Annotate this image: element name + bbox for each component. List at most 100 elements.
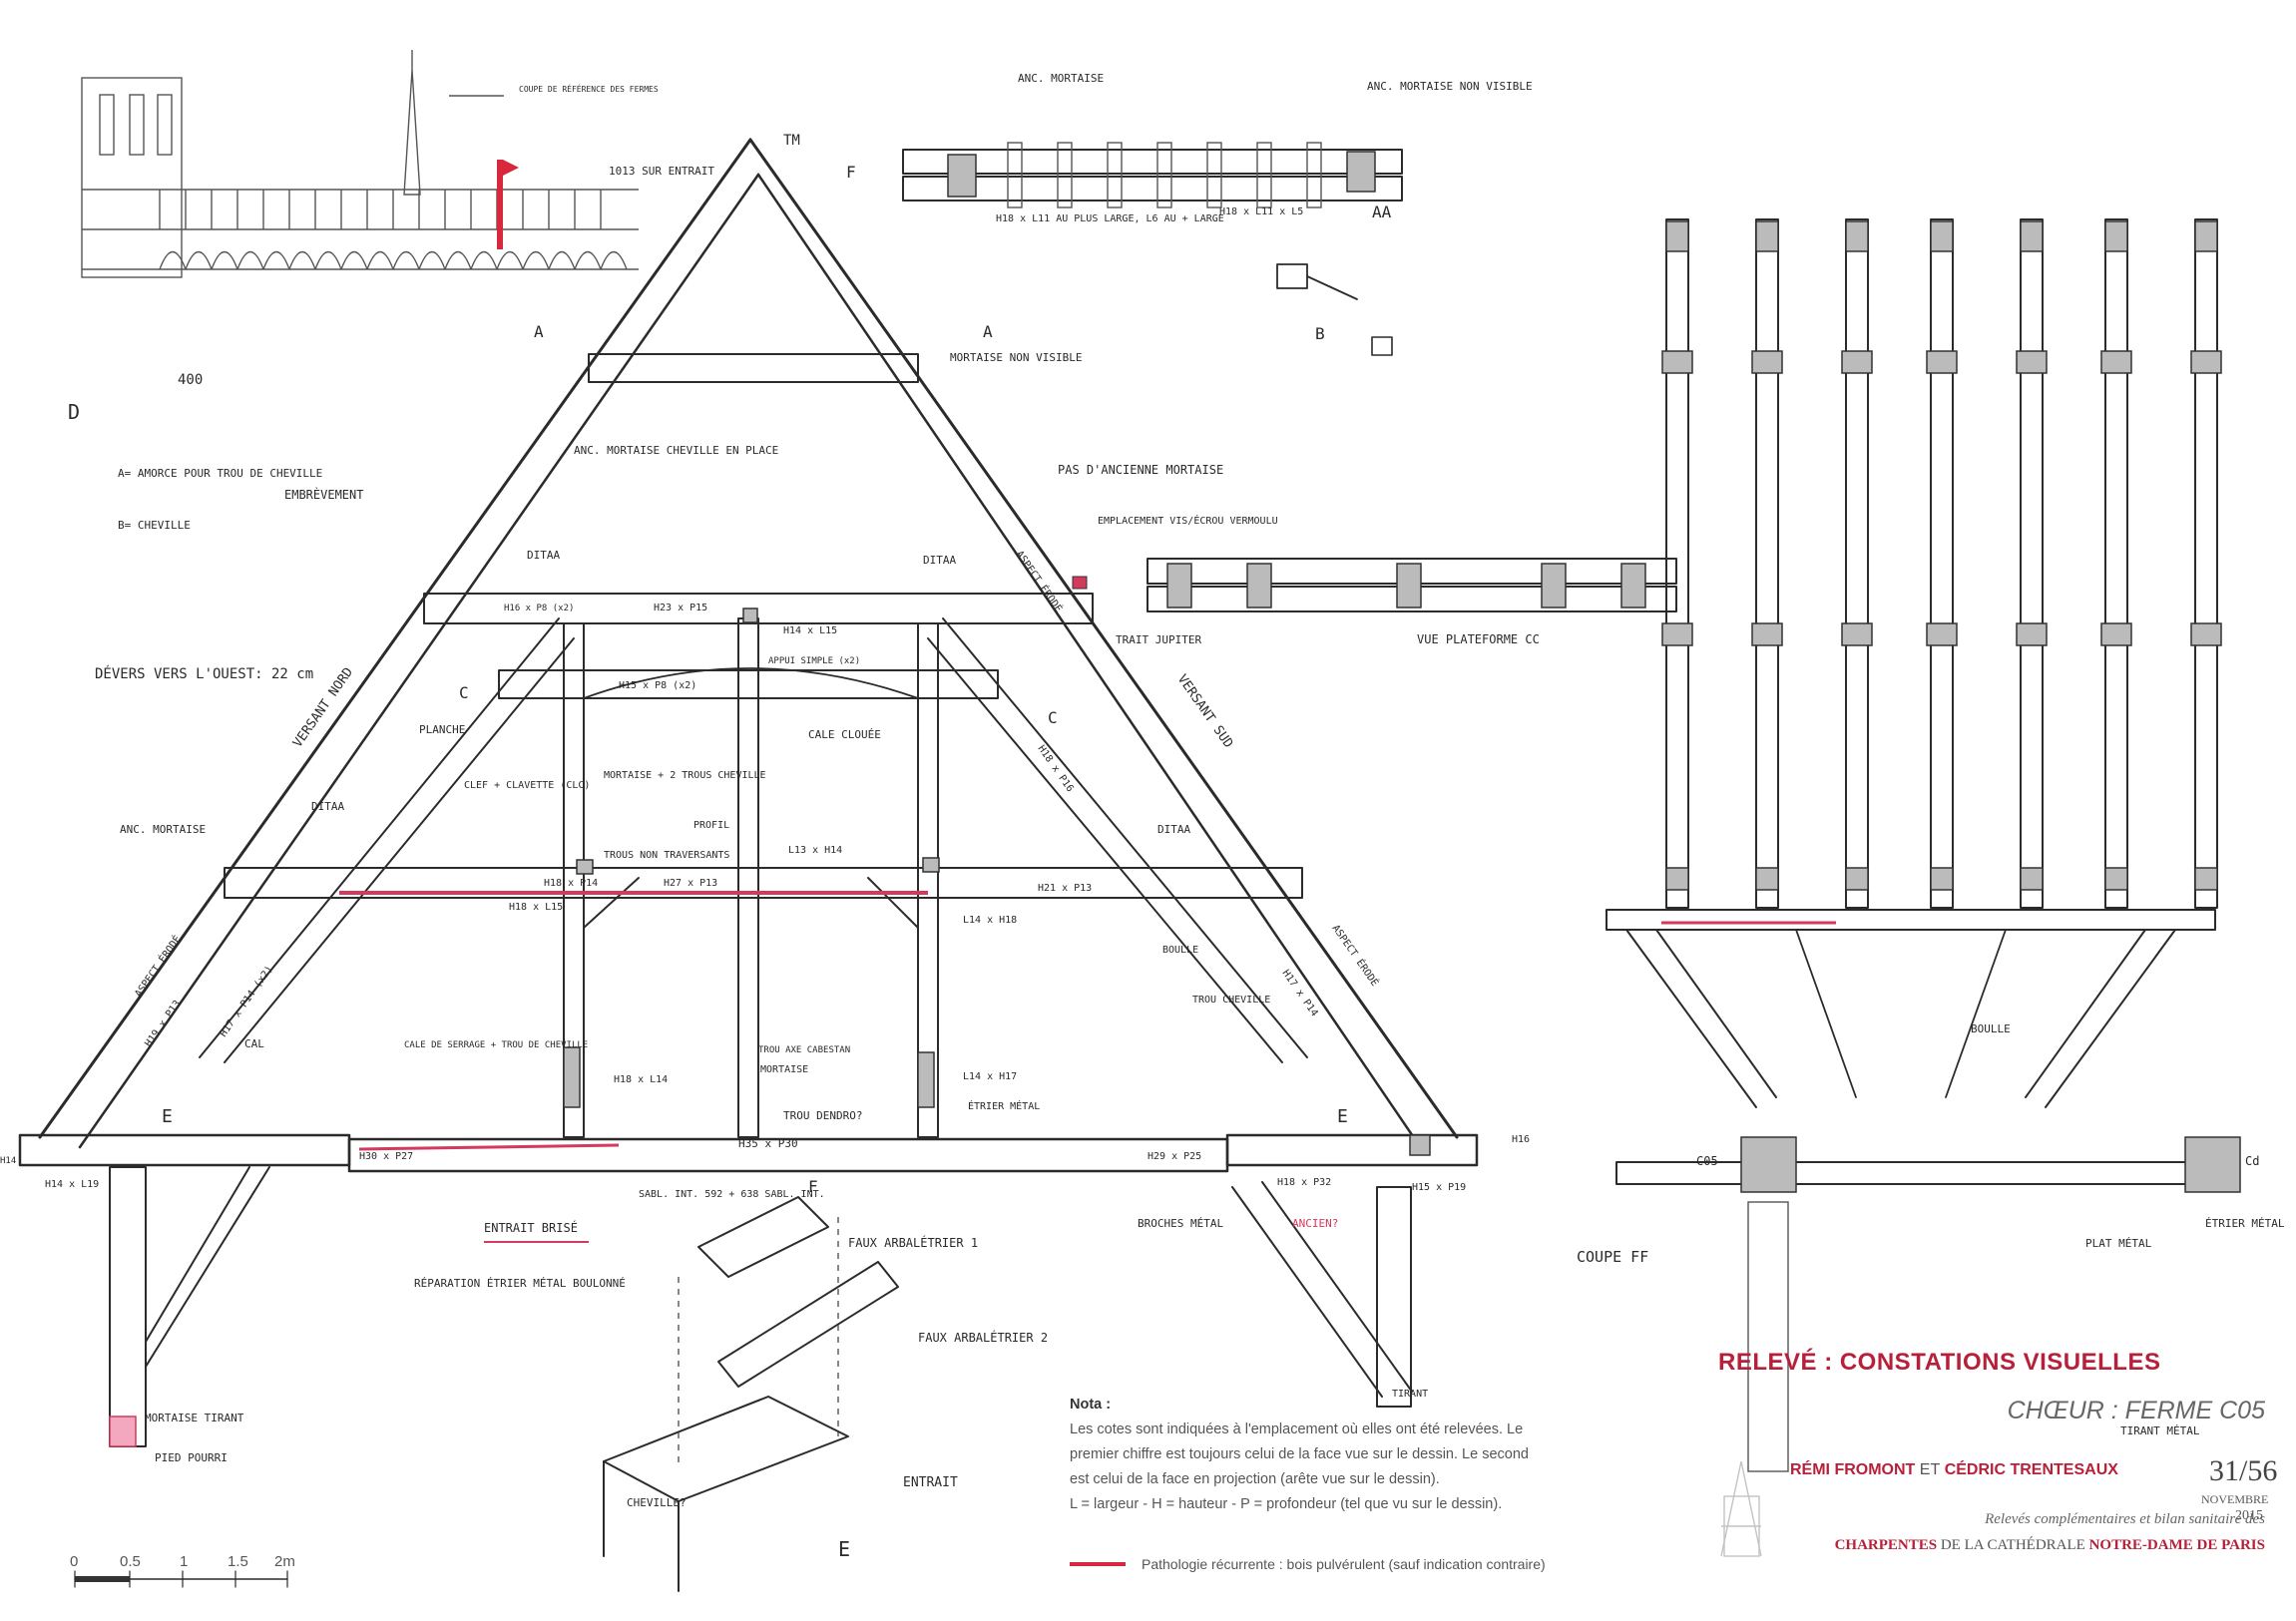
sheet-number: 31/56 bbox=[2209, 1454, 2278, 1487]
main-truss bbox=[18, 138, 1479, 1447]
reference-elevation: COUPE DE RÉFÉRENCE DES FERMES bbox=[81, 50, 659, 278]
label-l14-h17: L14 x H17 bbox=[963, 1071, 1017, 1082]
label-mortaise-nv: MORTAISE NON VISIBLE bbox=[950, 351, 1082, 364]
label-plat-metal: PLAT MÉTAL bbox=[2085, 1237, 2152, 1250]
label-ditaa-4: DITAA bbox=[1157, 823, 1190, 836]
pathology-legend: Pathologie récurrente : bois pulvérulent… bbox=[1070, 1556, 1546, 1572]
author-2: CÉDRIC TRENTESAUX bbox=[1944, 1461, 2118, 1478]
nota-line-2: L = largeur - H = hauteur - P = profonde… bbox=[1070, 1496, 1503, 1512]
label-clef: CLEF + CLAVETTE (CLC) bbox=[464, 780, 590, 791]
legend-label: Pathologie récurrente : bois pulvérulent… bbox=[1142, 1556, 1546, 1572]
label-h18-p32: H18 x P32 bbox=[1277, 1177, 1331, 1188]
section-ff bbox=[1606, 218, 2241, 1472]
detail-exploded bbox=[603, 1196, 899, 1592]
label-h15-p19: H15 x P19 bbox=[1412, 1182, 1466, 1193]
label-f-lower: F bbox=[808, 1177, 818, 1196]
legend-swatch bbox=[1070, 1562, 1126, 1566]
label-pas-ancienne: PAS D'ANCIENNE MORTAISE bbox=[1058, 463, 1223, 477]
label-sabl: SABL. INT. 592 + 638 SABL. INT. bbox=[639, 1189, 825, 1200]
label-h17-p14b: H17 x P14 bbox=[1280, 968, 1320, 1018]
label-e-lower: E bbox=[838, 1537, 850, 1561]
label-boulle-2: BOULLE bbox=[1971, 1022, 2011, 1035]
label-h18-l11: H18 x L11 AU PLUS LARGE, L6 AU + LARGE bbox=[996, 213, 1224, 224]
label-d-dim: 400 bbox=[178, 372, 203, 388]
label-cheville-q: CHEVILLE? bbox=[627, 1496, 687, 1509]
project-name-b: DE LA CATHÉDRALE bbox=[1940, 1537, 2085, 1553]
label-h27-p13: H27 x P13 bbox=[664, 878, 717, 889]
nota-heading: Nota : bbox=[1070, 1397, 1112, 1413]
detail-cc bbox=[1147, 558, 1677, 612]
label-trous-nt: TROUS NON TRAVERSANTS bbox=[604, 850, 729, 861]
scale-tick-0: 0 bbox=[70, 1553, 78, 1570]
label-boulle: BOULLE bbox=[1162, 945, 1198, 956]
label-aspect-erode-3: ASPECT ÉRODÉ bbox=[1330, 922, 1382, 989]
label-h16: H16 bbox=[1512, 1134, 1530, 1145]
sheet-year: 2015 bbox=[2235, 1508, 2263, 1523]
label-h19-p13: H19 x P13 bbox=[143, 999, 183, 1049]
scale-tick-2m: 2m bbox=[274, 1553, 295, 1570]
label-emplacement-vis: EMPLACEMENT VIS/ÉCROU VERMOULU bbox=[1098, 514, 1278, 527]
label-trait-jupiter: TRAIT JUPITER bbox=[1116, 633, 1201, 646]
legend-b: B= CHEVILLE bbox=[118, 519, 191, 532]
label-coupe-ff: COUPE FF bbox=[1577, 1248, 1648, 1266]
label-reparation: RÉPARATION ÉTRIER MÉTAL BOULONNÉ bbox=[414, 1277, 626, 1290]
label-e-right: E bbox=[1337, 1106, 1348, 1127]
label-entrait: ENTRAIT bbox=[903, 1475, 958, 1490]
label-h18-l15: H18 x L15 bbox=[509, 902, 563, 913]
label-h21-p13: H21 x P13 bbox=[1038, 883, 1092, 894]
label-h18-l14: H18 x L14 bbox=[614, 1074, 668, 1085]
label-hauteur: 1013 SUR ENTRAIT bbox=[609, 165, 714, 178]
label-ancien: ANCIEN? bbox=[1292, 1217, 1338, 1230]
label-trou-cheville: TROU CHEVILLE bbox=[1192, 995, 1270, 1006]
authors: RÉMI FROMONT ET CÉDRIC TRENTESAUX bbox=[1790, 1461, 2118, 1479]
label-versant-sud: VERSANT SUD bbox=[1174, 672, 1236, 751]
label-h14: H14 bbox=[0, 1156, 16, 1166]
project-name: CHARPENTES DE LA CATHÉDRALE NOTRE-DAME D… bbox=[1835, 1537, 2265, 1554]
scale-bar: 0 0.5 1 1.5 2m bbox=[70, 1553, 295, 1588]
title-block-sketch bbox=[1720, 1460, 1762, 1557]
label-d: D bbox=[68, 400, 80, 424]
scale-tick-15: 1.5 bbox=[228, 1553, 248, 1570]
label-l13-h14: L13 x H14 bbox=[788, 845, 842, 856]
label-h18-p16: H18 x P16 bbox=[1036, 743, 1076, 794]
reference-caption: COUPE DE RÉFÉRENCE DES FERMES bbox=[519, 83, 659, 94]
label-mortaise-2trous: MORTAISE + 2 TROUS CHEVILLE bbox=[604, 770, 766, 781]
label-vue-plate: VUE PLATEFORME CC bbox=[1417, 632, 1540, 646]
author-1: RÉMI FROMONT bbox=[1790, 1461, 1916, 1478]
label-faux-arba-2: FAUX ARBALÉTRIER 2 bbox=[918, 1330, 1048, 1345]
label-h18-p14: H18 x P14 bbox=[544, 878, 598, 889]
sheet-month: NOVEMBRE bbox=[2201, 1492, 2269, 1506]
label-anc-mortaise-cheville: ANC. MORTAISE CHEVILLE EN PLACE bbox=[574, 444, 778, 457]
label-mortaise-tirant: MORTAISE TIRANT bbox=[145, 1412, 244, 1424]
label-f-top: F bbox=[846, 163, 856, 182]
label-ditaa-2: DITAA bbox=[923, 554, 956, 567]
label-c1: C bbox=[459, 683, 469, 702]
label-h18-l11b: H18 x L11 x L5 bbox=[1219, 206, 1303, 217]
detail-aa bbox=[902, 142, 1403, 356]
label-devers: DÉVERS VERS L'OUEST: 22 cm bbox=[95, 665, 313, 682]
label-aspect-erode-2: ASPECT ÉRODÉ bbox=[132, 933, 184, 1000]
label-tm: TM bbox=[783, 133, 800, 149]
label-mortaise2: MORTAISE bbox=[760, 1064, 808, 1075]
legend-a: A= AMORCE POUR TROU DE CHEVILLE bbox=[118, 467, 322, 480]
label-a-left: A bbox=[534, 322, 544, 341]
label-etrier-2: ÉTRIER MÉTAL bbox=[2205, 1217, 2285, 1230]
label-h29-p25: H29 x P25 bbox=[1148, 1151, 1201, 1162]
label-ditaa-3: DITAA bbox=[311, 800, 344, 813]
project-description: Relevés complémentaires et bilan sanitai… bbox=[1985, 1511, 2265, 1527]
label-profil: PROFIL bbox=[693, 820, 729, 831]
label-broches: BROCHES MÉTAL bbox=[1138, 1217, 1223, 1230]
label-a-right: A bbox=[983, 322, 993, 341]
label-b: B bbox=[1315, 324, 1325, 343]
label-tirant: TIRANT bbox=[1392, 1389, 1428, 1400]
label-h16-p8: H16 x P8 (x2) bbox=[504, 604, 574, 613]
label-faux-arba-1: FAUX ARBALÉTRIER 1 bbox=[848, 1235, 978, 1250]
label-h15-p8: H15 x P8 (x2) bbox=[619, 680, 696, 691]
label-appui: APPUI SIMPLE (x2) bbox=[768, 656, 860, 666]
label-cal: CAL bbox=[244, 1037, 264, 1050]
label-c05: C05 bbox=[1696, 1154, 1718, 1168]
label-anc-mortaise-left: ANC. MORTAISE bbox=[120, 823, 206, 836]
label-aa: AA bbox=[1372, 203, 1392, 221]
label-h14-l15: H14 x L15 bbox=[783, 625, 837, 636]
